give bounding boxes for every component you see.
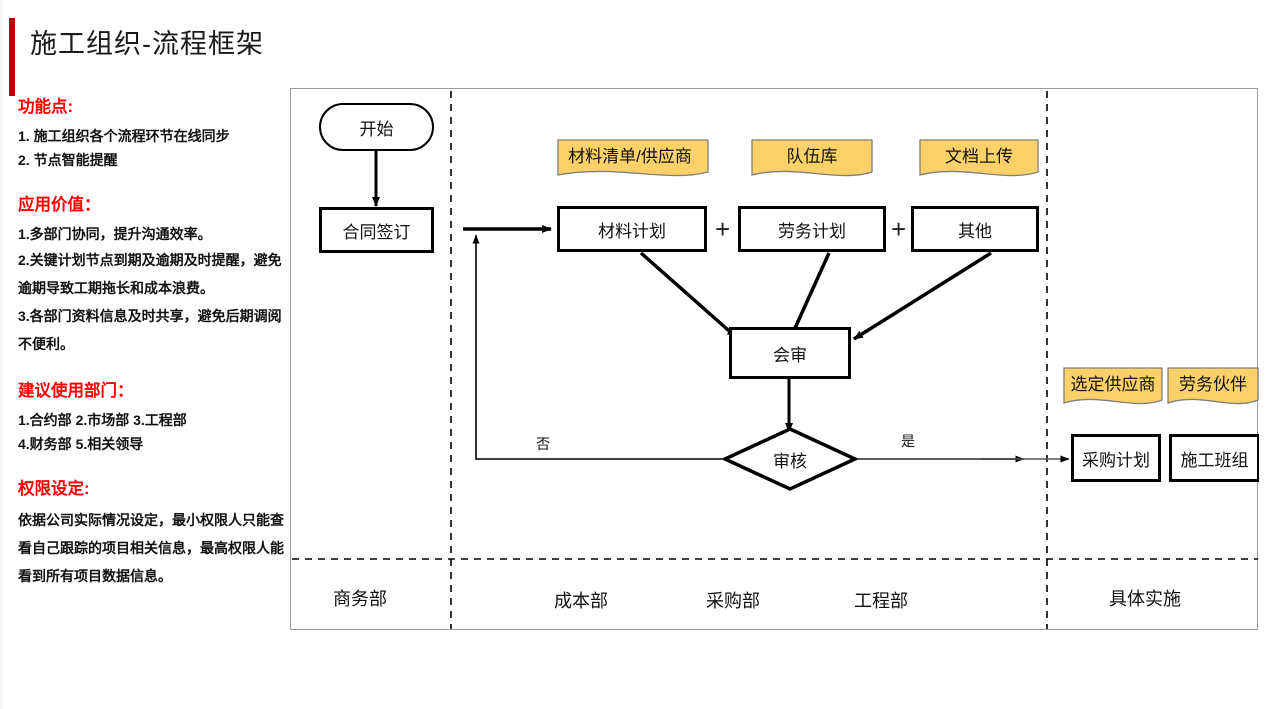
note-line-value-3: 3.各部门资料信息及时共享，避免后期调阅不便利。 <box>18 308 282 352</box>
edge-other-to-review <box>853 251 992 341</box>
flowchart-frame: 开始 合同签订 材料计划 + 劳务计划 + 其他 会审 <box>290 88 1259 630</box>
node-approval[interactable]: 审核 <box>723 427 857 491</box>
approval-diamond-shape <box>723 427 857 491</box>
banner-shape-4 <box>1063 367 1163 405</box>
lane-label-business: 商务部 <box>333 589 387 609</box>
node-start-label: 开始 <box>359 119 394 139</box>
lane-label-cost: 成本部 <box>554 591 608 611</box>
node-purchase-plan-label: 采购计划 <box>1082 450 1150 470</box>
edge-label-no: 否 <box>536 436 550 452</box>
banner-material-list-supplier[interactable]: 材料清单/供应商 <box>557 139 709 181</box>
banner-team-library[interactable]: 队伍库 <box>751 139 873 181</box>
edge-material-to-review <box>639 251 738 339</box>
note-line-feature-2: 2. 节点智能提醒 <box>18 152 118 168</box>
flowchart-connectors <box>292 91 1258 629</box>
node-material-plan-label: 材料计划 <box>598 221 666 241</box>
banner-labor-partner[interactable]: 劳务伙伴 <box>1167 367 1259 409</box>
note-block-departments: 建议使用部门： 1.合约部 2.市场部 3.工程部 4.财务部 5.相关领导 <box>18 380 284 456</box>
note-line-dept-1: 1.合约部 2.市场部 3.工程部 <box>18 412 187 428</box>
lane-label-implementation: 具体实施 <box>1109 589 1181 609</box>
plus-sign-1: + <box>715 214 730 245</box>
banner-label-5: 劳务伙伴 <box>1179 375 1247 394</box>
node-material-plan[interactable]: 材料计划 <box>557 206 707 252</box>
plus-sign-1-label: + <box>715 214 731 244</box>
page-left-edge <box>0 0 4 709</box>
note-block-features: 功能点: 1. 施工组织各个流程环节在线同步 2. 节点智能提醒 <box>18 96 284 172</box>
notes-panel: 功能点: 1. 施工组织各个流程环节在线同步 2. 节点智能提醒 应用价值： 1… <box>18 96 284 612</box>
node-purchase-plan[interactable]: 采购计划 <box>1071 434 1161 482</box>
node-other-plan-label: 其他 <box>958 221 992 241</box>
note-line-permission-1: 依据公司实际情况设定，最小权限人只能查看自己跟踪的项目相关信息，最高权限人能看到… <box>18 512 284 584</box>
note-line-value-2: 2.关键计划节点到期及逾期及时提醒，避免逾期导致工期拖长和成本浪费。 <box>18 252 282 296</box>
node-contract-signing-label: 合同签订 <box>342 222 411 242</box>
node-joint-review-label: 会审 <box>773 345 807 365</box>
lane-label-purchasing: 采购部 <box>706 591 760 611</box>
node-work-team-label: 施工班组 <box>1180 450 1249 470</box>
banner-label-4: 选定供应商 <box>1070 375 1156 394</box>
lane-label-engineering: 工程部 <box>854 591 908 611</box>
banner-shape-1 <box>557 139 709 177</box>
node-start[interactable]: 开始 <box>319 103 434 151</box>
note-line-feature-1: 1. 施工组织各个流程环节在线同步 <box>18 128 230 144</box>
title-accent-bar <box>9 18 15 96</box>
edge-labor-to-review <box>789 252 831 338</box>
banner-shape-2 <box>751 139 873 177</box>
banner-shape-3 <box>919 139 1039 177</box>
edge-label-yes: 是 <box>901 433 915 449</box>
note-heading-departments: 建议使用部门： <box>18 382 134 400</box>
plus-sign-2: + <box>891 214 906 245</box>
banner-selected-supplier[interactable]: 选定供应商 <box>1063 367 1163 409</box>
note-line-dept-2: 4.财务部 5.相关领导 <box>18 436 144 452</box>
node-labor-plan[interactable]: 劳务计划 <box>738 206 886 252</box>
note-line-value-1: 1.多部门协同，提升沟通效率。 <box>18 226 212 242</box>
node-other-plan[interactable]: 其他 <box>911 206 1039 252</box>
page-title: 施工组织-流程框架 <box>30 29 264 59</box>
note-block-permissions: 权限设定: 依据公司实际情况设定，最小权限人只能查看自己跟踪的项目相关信息，最高… <box>18 478 284 590</box>
node-labor-plan-label: 劳务计划 <box>778 221 846 241</box>
banner-label-2: 队伍库 <box>786 147 838 166</box>
node-contract-signing[interactable]: 合同签订 <box>319 207 434 253</box>
note-block-value: 应用价值： 1.多部门协同，提升沟通效率。 2.关键计划节点到期及逾期及时提醒，… <box>18 194 284 358</box>
note-heading-features: 功能点: <box>18 98 73 116</box>
banner-shape-5 <box>1167 367 1259 405</box>
plus-sign-2-label: + <box>891 214 907 244</box>
note-heading-permissions: 权限设定: <box>18 480 90 498</box>
note-heading-value: 应用价值： <box>18 196 101 214</box>
node-approval-label: 审核 <box>773 451 807 471</box>
node-joint-review[interactable]: 会审 <box>729 327 851 379</box>
node-work-team[interactable]: 施工班组 <box>1169 434 1259 482</box>
banner-document-upload[interactable]: 文档上传 <box>919 139 1039 181</box>
banner-label-3: 文档上传 <box>945 147 1013 166</box>
banner-label-1: 材料清单/供应商 <box>568 147 692 166</box>
